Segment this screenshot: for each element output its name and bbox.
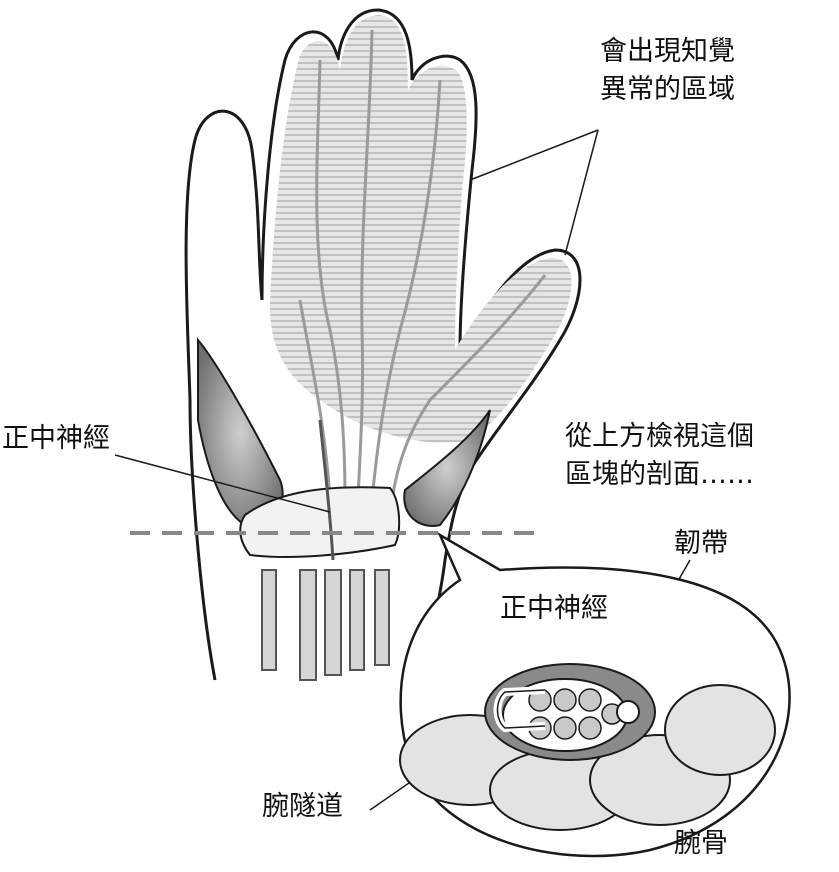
- sensation-area-line-2: 異常的區域: [600, 74, 735, 105]
- ligament-label: 韌帶: [674, 528, 728, 559]
- section-view-line-1: 從上方檢視這個: [565, 421, 754, 452]
- carpal-bone-label: 腕骨: [674, 828, 728, 859]
- carpal-tunnel-label: 腕隧道: [262, 791, 343, 822]
- sensation-area-label: 會出現知覺 異常的區域: [600, 33, 735, 109]
- tendons: [298, 29, 547, 501]
- forearm-tendons: [261, 569, 390, 681]
- hypothenar-muscle: [403, 409, 491, 527]
- wrist-ligament: [239, 486, 401, 558]
- median-nerve-label: 正中神經: [2, 423, 110, 454]
- median-nerve-line: [318, 419, 335, 561]
- section-view-label: 從上方檢視這個 區塊的剖面……: [565, 418, 754, 494]
- section-view-line-2: 區塊的剖面……: [565, 459, 754, 490]
- sensation-area-line-1: 會出現知覺: [600, 36, 735, 67]
- inset-ulnar-nerve: [616, 700, 640, 724]
- affected-area: [269, 15, 572, 443]
- inset-median-nerve-label: 正中神經: [500, 593, 608, 624]
